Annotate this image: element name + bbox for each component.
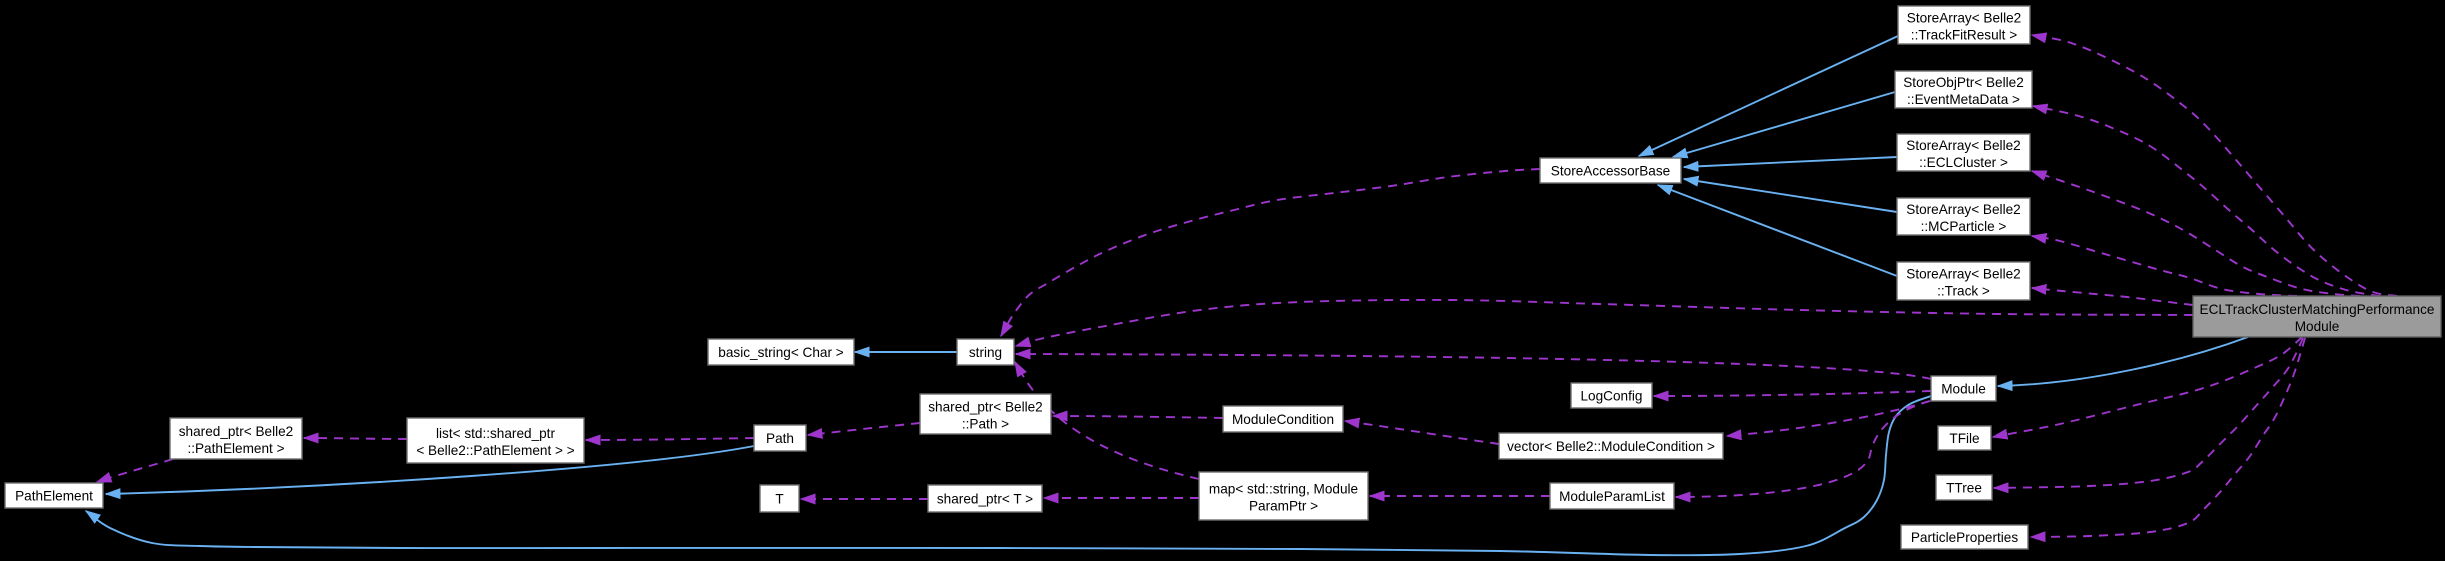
svg-text:StoreArray< Belle2: StoreArray< Belle2 xyxy=(1906,267,2020,282)
svg-text:Module: Module xyxy=(1941,382,1986,397)
svg-text:LogConfig: LogConfig xyxy=(1581,389,1643,404)
svg-text:::Path >: ::Path > xyxy=(962,417,1009,432)
svg-text:PathElement: PathElement xyxy=(15,489,93,504)
svg-text:list< std::shared_ptr: list< std::shared_ptr xyxy=(436,426,555,441)
svg-text:StoreArray< Belle2: StoreArray< Belle2 xyxy=(1906,138,2020,153)
svg-text:::MCParticle >: ::MCParticle > xyxy=(1921,219,2007,234)
svg-text:ModuleCondition: ModuleCondition xyxy=(1232,412,1334,427)
svg-text:Path: Path xyxy=(766,431,794,446)
svg-text:TTree: TTree xyxy=(1946,481,1982,496)
svg-text:shared_ptr< Belle2: shared_ptr< Belle2 xyxy=(928,400,1043,415)
svg-text:T: T xyxy=(775,492,783,507)
svg-text:shared_ptr< T >: shared_ptr< T > xyxy=(937,492,1033,507)
svg-text:::PathElement >: ::PathElement > xyxy=(187,441,284,456)
svg-text:StoreArray< Belle2: StoreArray< Belle2 xyxy=(1907,11,2021,26)
svg-text:::ECLCluster >: ::ECLCluster > xyxy=(1919,155,2008,170)
svg-text:string: string xyxy=(969,345,1002,360)
svg-text:< Belle2::PathElement > >: < Belle2::PathElement > > xyxy=(416,443,574,458)
svg-text:ParamPtr >: ParamPtr > xyxy=(1249,499,1318,514)
svg-text:ModuleParamList: ModuleParamList xyxy=(1559,489,1665,504)
svg-text:shared_ptr< Belle2: shared_ptr< Belle2 xyxy=(179,424,294,439)
svg-text:ECLTrackClusterMatchingPerform: ECLTrackClusterMatchingPerformance xyxy=(2200,302,2435,317)
svg-text:StoreAccessorBase: StoreAccessorBase xyxy=(1551,164,1670,179)
svg-text:TFile: TFile xyxy=(1949,431,1979,446)
svg-text:StoreObjPtr< Belle2: StoreObjPtr< Belle2 xyxy=(1903,75,2024,90)
svg-text:Module: Module xyxy=(2295,319,2340,334)
svg-text:::TrackFitResult >: ::TrackFitResult > xyxy=(1911,28,2017,43)
svg-text:StoreArray< Belle2: StoreArray< Belle2 xyxy=(1906,202,2020,217)
svg-text:::EventMetaData >: ::EventMetaData > xyxy=(1907,92,2020,107)
svg-text:map< std::string, Module: map< std::string, Module xyxy=(1209,482,1358,497)
svg-text:vector< Belle2::ModuleConditio: vector< Belle2::ModuleCondition > xyxy=(1507,439,1715,454)
svg-text:ParticleProperties: ParticleProperties xyxy=(1911,530,2018,545)
svg-text:basic_string< Char >: basic_string< Char > xyxy=(718,345,843,360)
svg-text:::Track >: ::Track > xyxy=(1937,284,1990,299)
